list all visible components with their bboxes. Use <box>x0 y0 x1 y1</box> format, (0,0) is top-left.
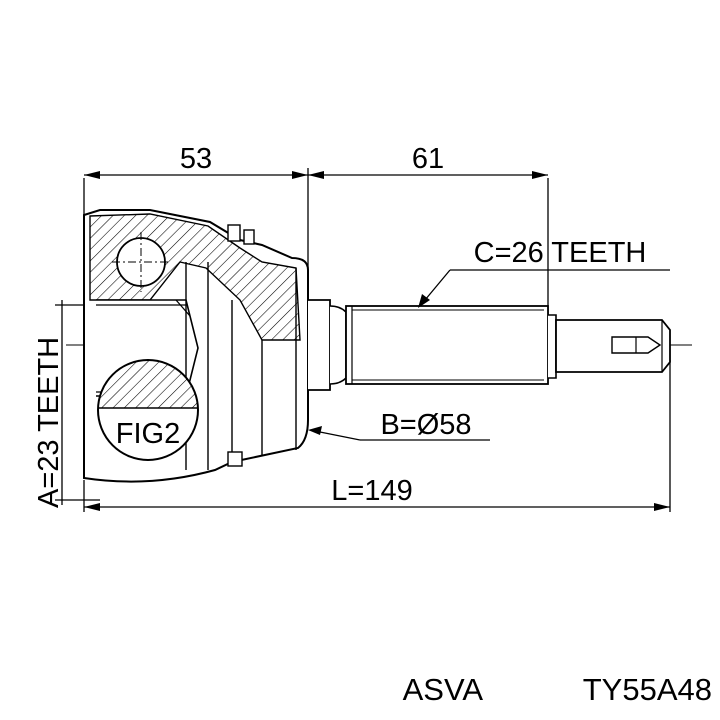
dimension-line-bottom <box>83 360 671 512</box>
dimension-top-left: 53 <box>180 143 212 175</box>
brand-label: ASVA <box>403 672 484 707</box>
fig2-label: FIG2 <box>116 418 180 450</box>
diameter-b-leader <box>308 426 490 441</box>
spline-c-leader <box>418 269 670 308</box>
output-shaft <box>308 299 671 391</box>
dimension-spline-a: A=23 TEETH <box>33 337 65 508</box>
part-number: TY55A48 <box>583 672 712 707</box>
dimension-lines-top <box>83 168 549 320</box>
dimension-diameter-b: B=Ø58 <box>380 409 471 441</box>
dimension-top-right: 61 <box>412 143 444 175</box>
detail-leader <box>175 299 191 317</box>
cv-ball <box>112 232 170 292</box>
dimension-spline-c: C=26 TEETH <box>474 237 647 269</box>
dimension-length-l: L=149 <box>331 475 412 507</box>
